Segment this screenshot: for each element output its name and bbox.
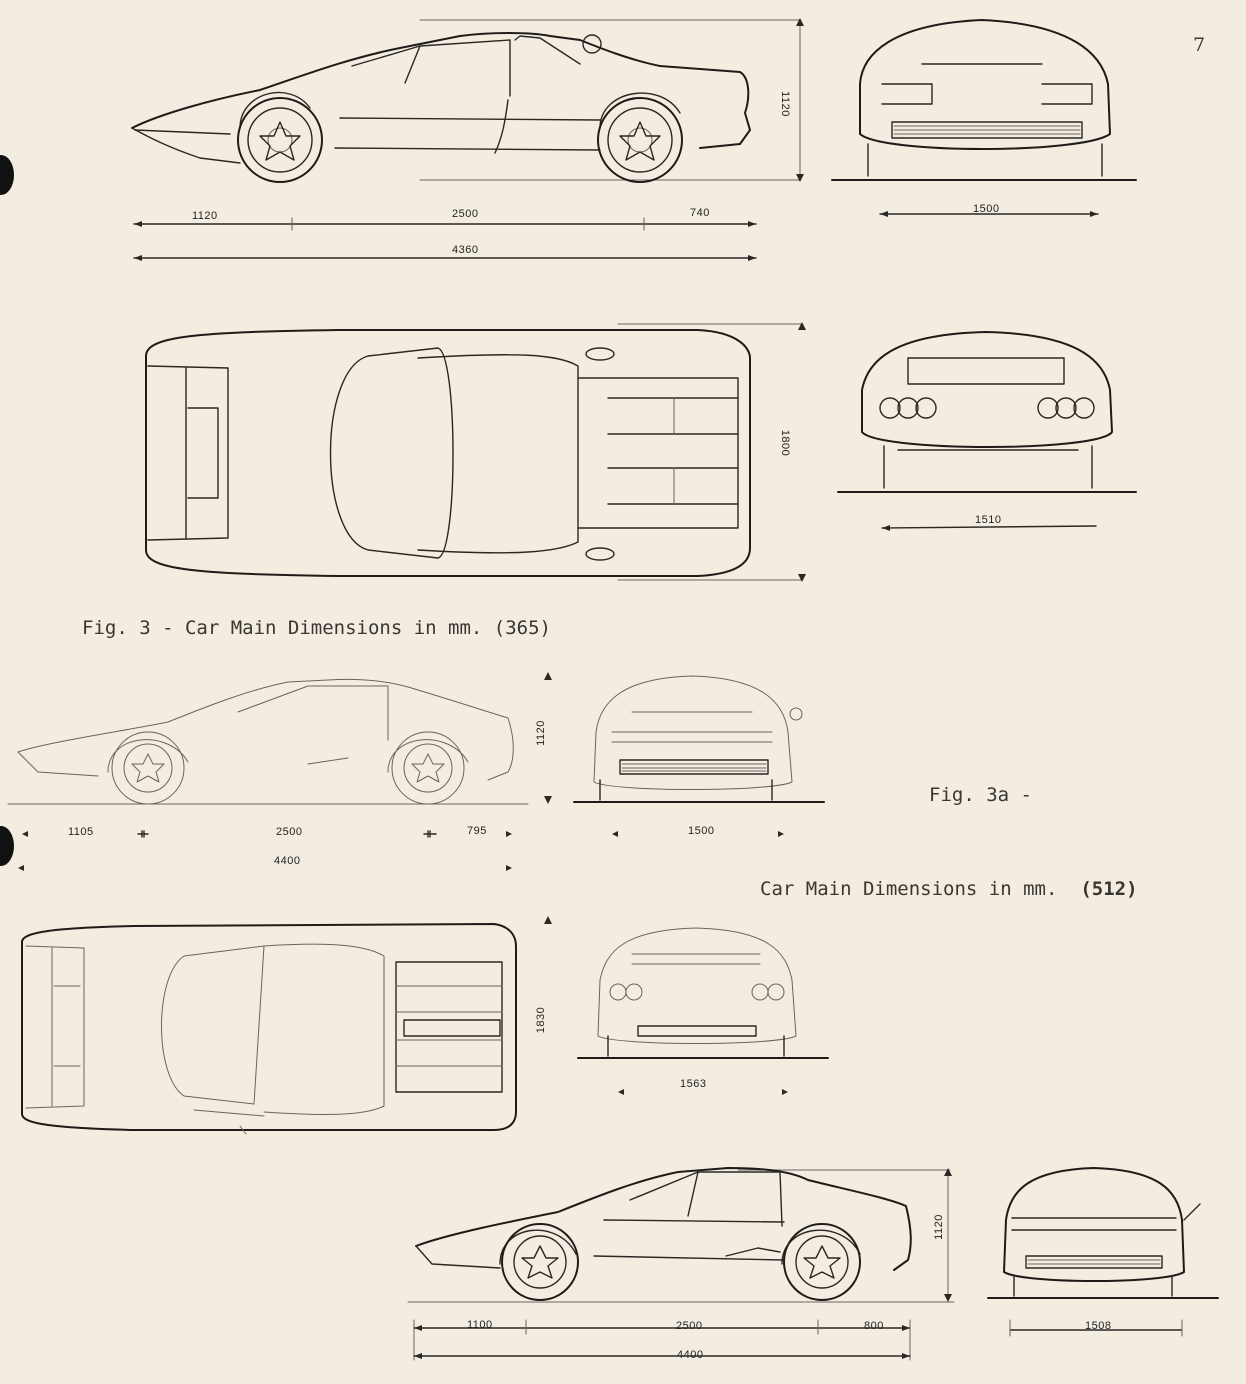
- bottom-front-view-drawing: [986, 1160, 1226, 1340]
- fig3a-rear-track-label: 1563: [680, 1078, 707, 1090]
- bottom-front-track-label: 1508: [1085, 1320, 1112, 1332]
- fig3a-side-view-drawing: [8, 672, 552, 871]
- fig3-height-label: 1120: [778, 91, 791, 117]
- bottom-wheelbase-label: 2500: [676, 1320, 703, 1332]
- fig3a-front-overhang-label: 1105: [68, 826, 94, 838]
- fig3-plan-view-drawing: [138, 322, 806, 582]
- punch-hole-top: [0, 155, 14, 195]
- fig3-front-track-label: 1500: [973, 203, 1000, 215]
- bottom-front-overhang-label: 1100: [467, 1319, 493, 1331]
- fig3-front-view-drawing: [832, 14, 1142, 217]
- fig3a-caption-label: Fig. 3a -: [929, 784, 1032, 806]
- fig3a-caption-body: Car Main Dimensions in mm.: [760, 878, 1058, 900]
- fig3-front-overhang-label: 1120: [192, 210, 218, 222]
- punch-hole-bottom: [0, 826, 14, 866]
- bottom-height-label: 1120: [932, 1214, 945, 1240]
- bottom-overall-length-label: 4400: [677, 1349, 704, 1361]
- fig3-overall-length-label: 4360: [452, 244, 479, 256]
- fig3a-wheelbase-label: 2500: [276, 826, 303, 838]
- fig3a-rear-view-drawing: [576, 924, 836, 1095]
- fig3-rear-view-drawing: [838, 328, 1138, 531]
- fig3-width-label: 1800: [779, 429, 792, 457]
- fig3-caption: Fig. 3 - Car Main Dimensions in mm. (365…: [82, 617, 551, 639]
- fig3a-width-label: 1830: [535, 1006, 548, 1034]
- page-number: 7: [1193, 34, 1206, 56]
- bottom-side-view-drawing: [408, 1160, 968, 1370]
- fig3-wheelbase-label: 2500: [452, 208, 479, 220]
- fig3-rear-overhang-label: 740: [690, 207, 710, 219]
- fig3a-height-label: 1120: [534, 720, 547, 746]
- fig3a-plan-view-drawing: [14, 916, 552, 1140]
- fig3-side-view-drawing: [120, 18, 804, 261]
- fig3a-caption-text: Car Main Dimensions in mm. (512): [760, 878, 1138, 900]
- fig3a-rear-overhang-label: 795: [467, 825, 487, 837]
- fig3a-front-track-label: 1500: [688, 825, 715, 837]
- fig3a-front-view-drawing: [572, 672, 832, 837]
- fig3-rear-track-label: 1510: [975, 514, 1002, 526]
- fig3a-caption-model: (512): [1080, 878, 1138, 900]
- fig3a-overall-length-label: 4400: [274, 855, 301, 867]
- bottom-rear-overhang-label: 800: [864, 1320, 884, 1332]
